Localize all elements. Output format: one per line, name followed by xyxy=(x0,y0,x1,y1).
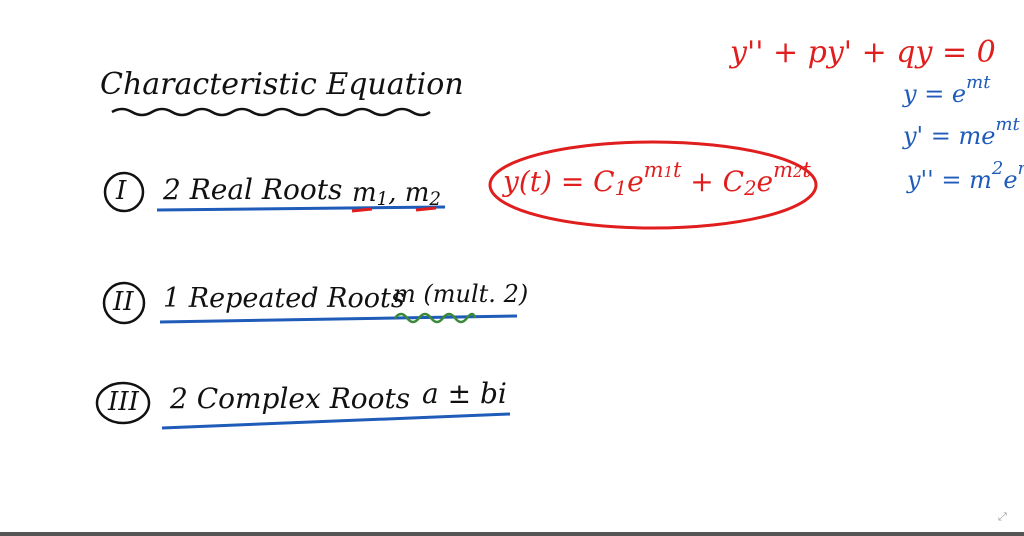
page-title: Characteristic Equation xyxy=(100,67,464,102)
case-3-label: 2 Complex Roots xyxy=(170,382,411,415)
numeral-circle-1 xyxy=(103,171,145,213)
deriv-y-dp-lhs: y'' = m xyxy=(907,166,992,194)
case-1-roots: m1, m2 xyxy=(352,178,441,209)
solution-ellipse xyxy=(488,140,818,230)
solution-e1: e xyxy=(627,165,644,198)
deriv-y-dp-e: e xyxy=(1003,166,1018,194)
repeated-root-mult: (mult. 2) xyxy=(423,280,529,308)
case-1-underline xyxy=(156,205,446,212)
expand-corner-icon[interactable]: ⤢ xyxy=(998,510,1007,523)
case-3-roots: a ± bi xyxy=(422,377,507,410)
root-separator: , xyxy=(388,178,397,208)
m2-red-mark xyxy=(415,206,437,212)
m1-red-mark xyxy=(351,207,373,213)
title-wavy-underline xyxy=(111,107,431,117)
bottom-bar xyxy=(0,532,1024,536)
deriv-y-dp-exp: mt xyxy=(1018,158,1024,179)
solution-e2: e xyxy=(756,165,774,198)
numeral-circle-3 xyxy=(95,381,151,425)
case-3-underline xyxy=(161,412,511,430)
deriv-y-prime-exp: mt xyxy=(995,114,1020,135)
exp2-t: t xyxy=(802,158,811,182)
case-2-underline xyxy=(159,314,518,324)
deriv-y-exp: mt xyxy=(966,72,991,93)
solution-plus: + C xyxy=(681,165,745,198)
numeral-circle-2 xyxy=(102,281,146,325)
exp2-m: m xyxy=(773,158,794,182)
exp1-t: t xyxy=(672,158,682,182)
deriv-y-double-prime: y'' = m2emt xyxy=(907,160,1024,194)
root-m1: m xyxy=(352,178,377,208)
case-2-root: m (mult. 2) xyxy=(393,282,528,306)
root-m1-sub: 1 xyxy=(376,189,389,210)
root-m2: m xyxy=(404,178,430,208)
deriv-y-prime-lhs: y' = me xyxy=(903,122,996,150)
green-squiggle xyxy=(394,312,477,324)
c1-sub: 1 xyxy=(614,177,628,200)
exp1-sub: 1 xyxy=(663,164,673,181)
case-3-numeral: III xyxy=(108,387,139,417)
case-2-label: 1 Repeated Roots xyxy=(163,283,405,314)
solution-lhs: y(t) = C xyxy=(503,165,615,198)
deriv-y-prime: y' = memt xyxy=(903,116,1020,150)
root-m2-sub: 2 xyxy=(429,189,441,210)
deriv-y: y = emt xyxy=(903,74,990,108)
general-solution: y(t) = C1em1t + C2em2t xyxy=(503,160,811,199)
c2-sub: 2 xyxy=(744,177,757,200)
ode-equation: y'' + py' + qy = 0 xyxy=(730,35,996,70)
repeated-root-m: m xyxy=(393,280,416,308)
case-2-numeral: II xyxy=(113,287,134,317)
deriv-y-lhs: y = e xyxy=(903,80,967,108)
case-1-numeral: I xyxy=(116,176,127,206)
deriv-y-dp-exp-pre: 2 xyxy=(991,158,1004,179)
exp2-sub: 2 xyxy=(793,164,803,181)
exp1-m: m xyxy=(643,158,664,182)
case-1-label: 2 Real Roots xyxy=(163,173,343,206)
